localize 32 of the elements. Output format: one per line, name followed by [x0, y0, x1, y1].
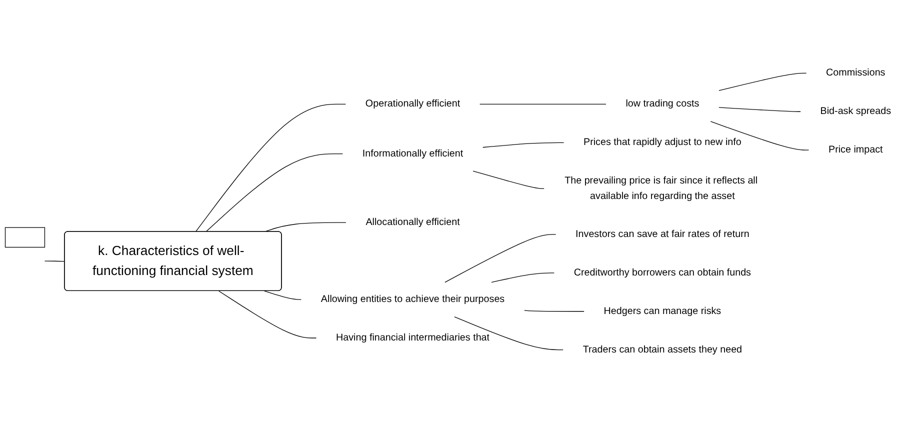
- connector: [206, 153, 344, 232]
- node-text: low trading costs: [626, 98, 700, 110]
- node-box: [4, 227, 46, 248]
- connector: [718, 107, 801, 112]
- connector: [218, 290, 317, 338]
- connector: [491, 272, 554, 283]
- node-text: Investors can save at fair rates of return: [576, 228, 750, 240]
- connector: [710, 121, 810, 150]
- connector: [264, 222, 346, 232]
- node-text: Hedgers can manage risks: [604, 305, 722, 316]
- node-text: Having financial intermediaries that: [336, 332, 490, 344]
- node-text: Informationally efficient: [362, 148, 464, 159]
- connector: [482, 142, 564, 148]
- node-text: Prices that rapidly adjust to new info: [583, 136, 742, 148]
- node-text: Commissions: [826, 67, 886, 78]
- node-text: Operationally efficient: [365, 98, 460, 110]
- connector: [454, 316, 564, 350]
- connector: [718, 72, 807, 91]
- connector: [480, 104, 606, 105]
- connector: [195, 104, 346, 232]
- node-text: Allocationally efficient: [366, 216, 460, 228]
- node-text: Allowing entities to achieve their purposes: [320, 293, 505, 305]
- node-text: Price impact: [828, 144, 883, 156]
- connector: [524, 310, 584, 312]
- connector: [44, 260, 66, 262]
- node-text: Traders can obtain assets they need: [582, 344, 742, 355]
- connector: [444, 234, 556, 283]
- connector: [472, 170, 544, 189]
- node-text: Bid-ask spreads: [820, 106, 892, 117]
- node-text: Creditworthy borrowers can obtain funds: [574, 266, 751, 278]
- connector: [264, 290, 302, 300]
- node-text: The prevailing price is fair since it reflects all available info regarding the asset: [564, 175, 758, 202]
